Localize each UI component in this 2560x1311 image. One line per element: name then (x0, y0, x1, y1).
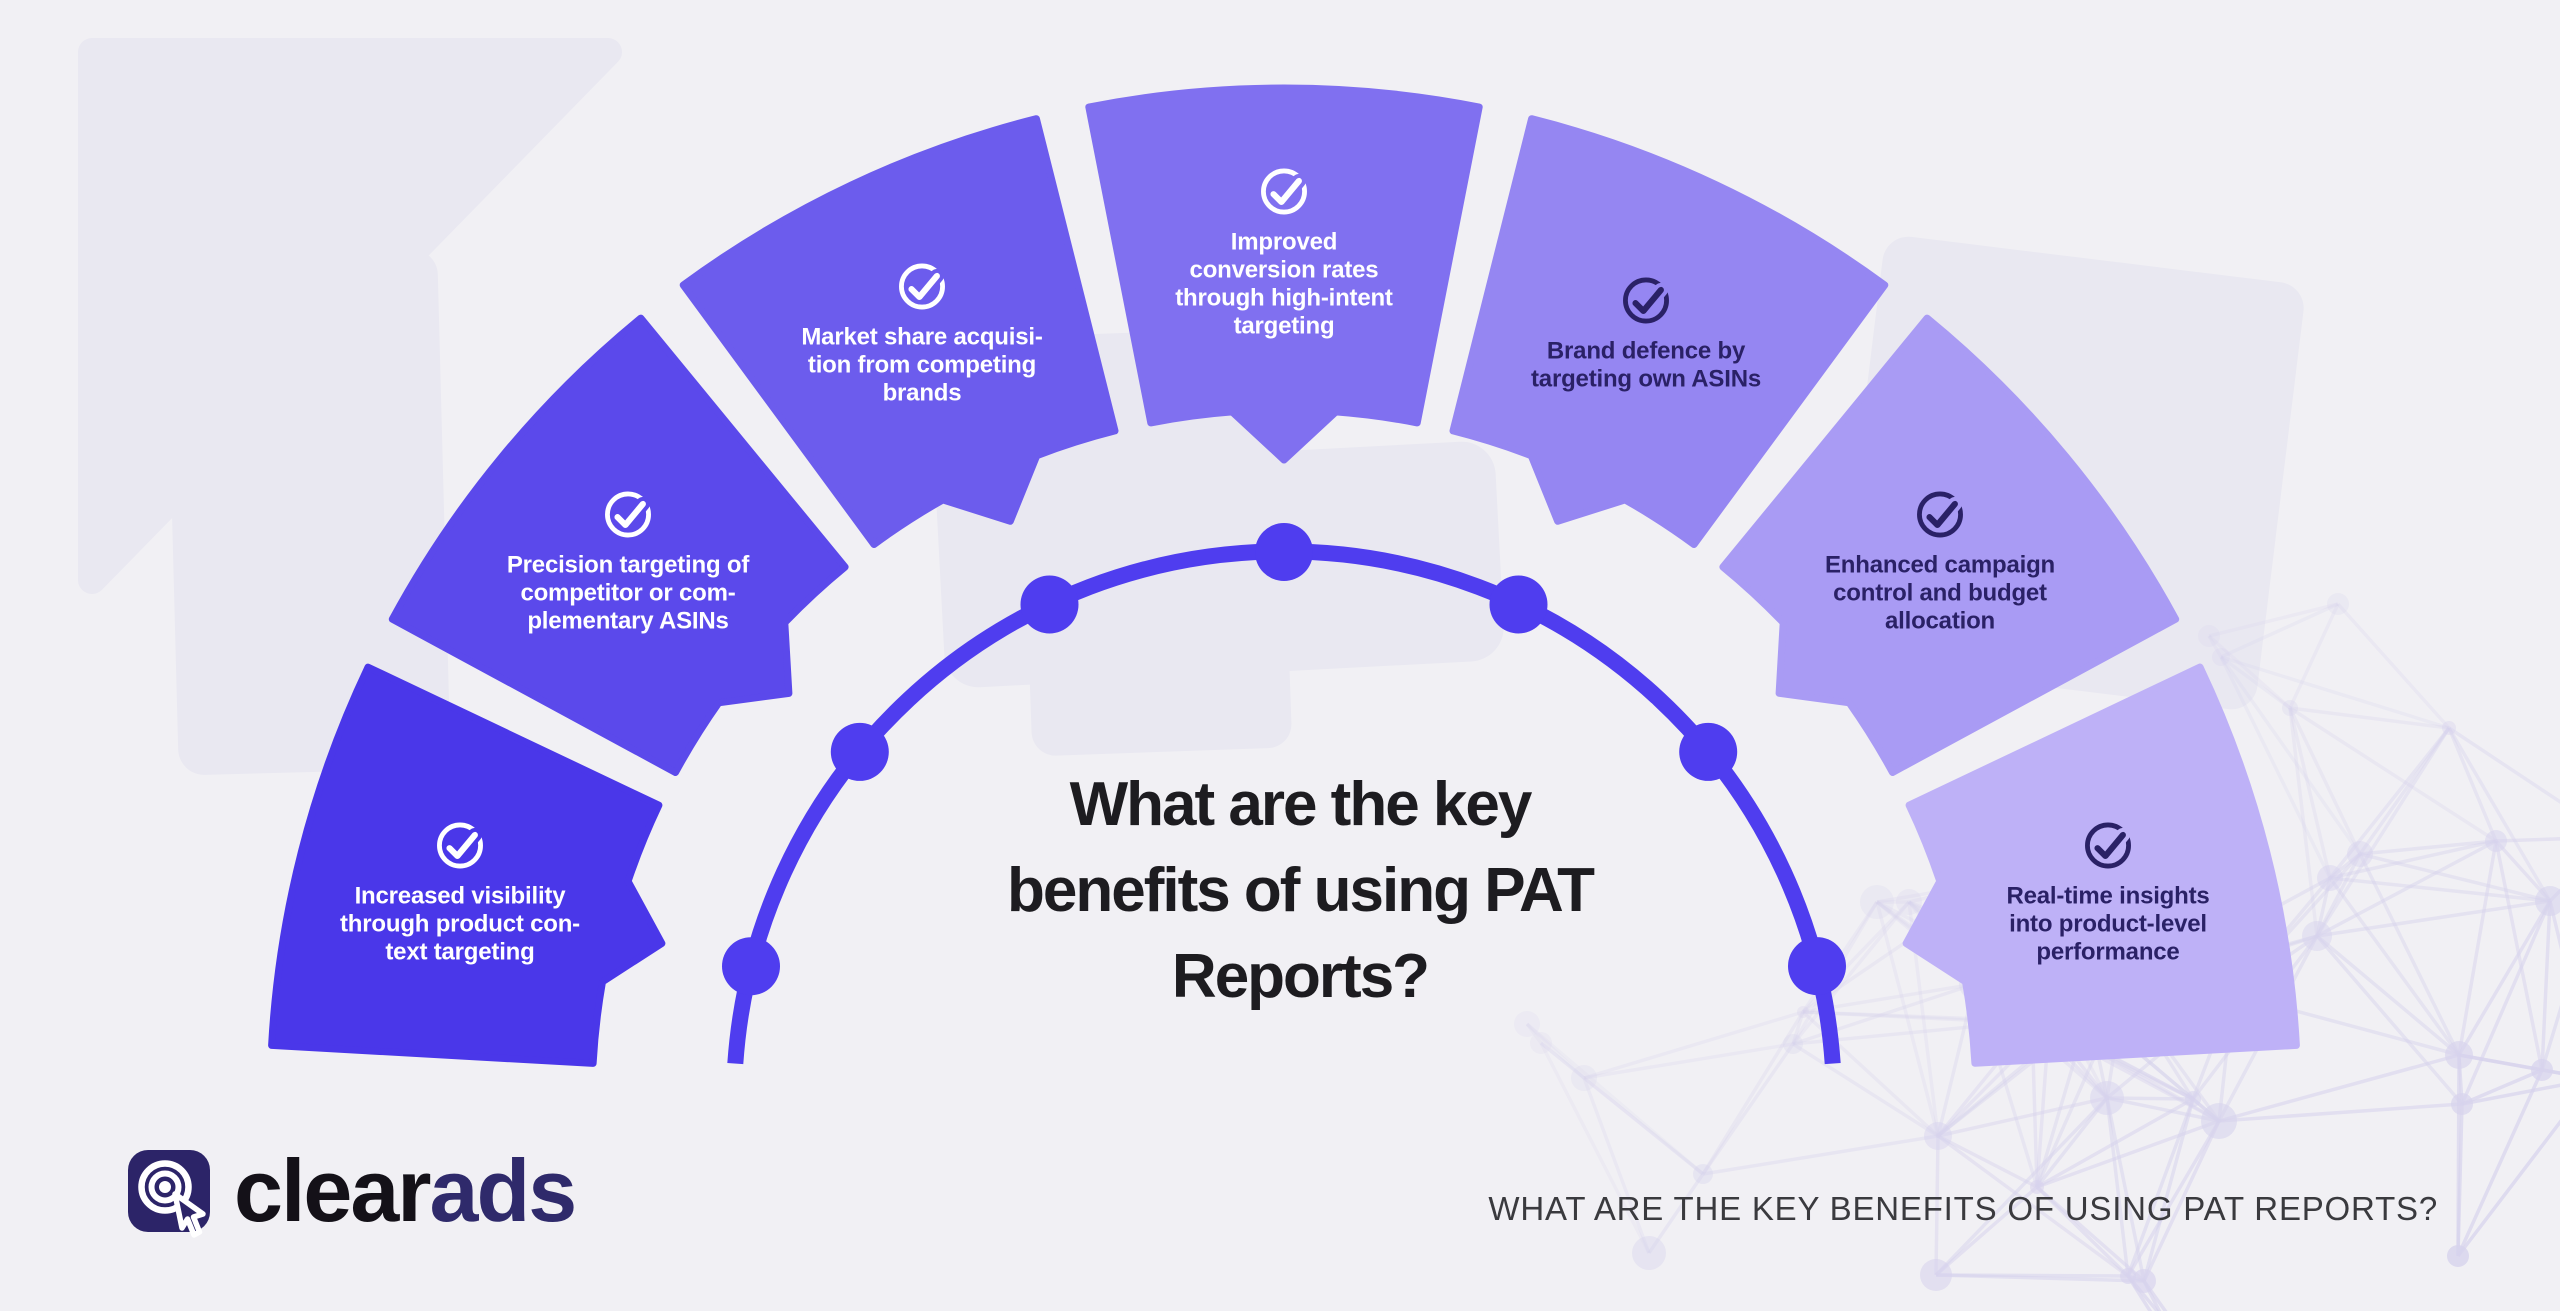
target-inner-ring (148, 1170, 182, 1204)
benefit-wedge (1085, 84, 1483, 464)
benefit-label-line: tion from competing (807, 351, 1037, 379)
semicircle-arc (722, 523, 1846, 1065)
check-circle-icon (437, 822, 483, 869)
arc-dot (722, 937, 780, 996)
title-line-1: What are the key (1069, 770, 1533, 839)
benefit-label-line: text targeting (385, 938, 535, 966)
benefit-wedge (679, 115, 1119, 548)
footer-caption: WHAT ARE THE KEY BENEFITS OF USING PAT R… (1488, 1190, 2438, 1227)
check-circle-icon (899, 263, 945, 310)
ghost-card-left (165, 249, 451, 775)
target-outer-ring (138, 1160, 192, 1214)
check-circle-icon (1623, 277, 1669, 324)
benefit-label-line: targeting own ASINs (1531, 365, 1761, 393)
check-circle-icon (2085, 822, 2131, 869)
main-title: What are the key benefits of using PAT R… (700, 762, 1900, 1020)
benefit-label: Market share acquisi-tion from competing… (801, 324, 1042, 408)
benefit-wedge (1449, 115, 1889, 548)
title-line-3: Reports? (1171, 942, 1430, 1011)
arc-dot (1788, 937, 1846, 996)
benefit-label-line: targeting (1233, 312, 1335, 340)
benefit-label-line: Precision targeting of (506, 551, 750, 579)
benefit-label-line: Enhanced campaign (1825, 551, 2055, 579)
benefit-label-line: allocation (1884, 607, 1996, 635)
arc-dot (1020, 575, 1079, 634)
target-cursor-icon (128, 1150, 210, 1238)
benefit-segment: Market share acquisi-tion from competing… (712, 259, 1132, 408)
benefit-wedge (388, 314, 849, 776)
title-line-2: benefits of using PAT (1006, 856, 1595, 925)
logo-text-clear: clear (234, 1141, 432, 1240)
benefit-label-line: Increased visibility (354, 882, 566, 910)
benefit-label-line: through product con- (340, 910, 580, 938)
benefit-label-line: performance (2036, 938, 2180, 966)
benefit-label-line: Market share acquisi- (801, 323, 1043, 351)
benefit-label-line: through high-intent (1175, 284, 1393, 312)
arc-dot (830, 722, 889, 781)
check-circle-icon (1917, 491, 1963, 538)
benefit-label-line: Real-time insights (2006, 882, 2210, 910)
check-circle-icon (605, 491, 651, 538)
benefit-label-line: Brand defence by (1546, 337, 1746, 365)
arc-dot (1255, 523, 1313, 581)
benefit-label-line: brands (882, 379, 962, 407)
logo-wordmark: clearads (234, 1140, 578, 1242)
benefit-label-line: into product-level (2009, 910, 2207, 938)
cursor-arrow-icon (172, 1191, 206, 1238)
benefit-label-line: plementary ASINs (527, 607, 729, 635)
benefit-label-line: conversion rates (1189, 256, 1379, 284)
logo-text-ads: ads (429, 1141, 578, 1240)
benefit-label-line: competitor or com- (520, 579, 736, 607)
target-center-dot (159, 1181, 171, 1193)
arc-dot (1489, 575, 1548, 634)
check-circle-icon (1261, 168, 1307, 215)
benefit-label-line: control and budget (1833, 579, 2047, 607)
benefit-wedge (1719, 314, 2180, 776)
ghost-blob-center (936, 441, 1504, 688)
arc-dot (1679, 722, 1738, 781)
clearads-logo: clearads (128, 1141, 577, 1246)
benefit-label-line: Improved (1230, 228, 1338, 256)
